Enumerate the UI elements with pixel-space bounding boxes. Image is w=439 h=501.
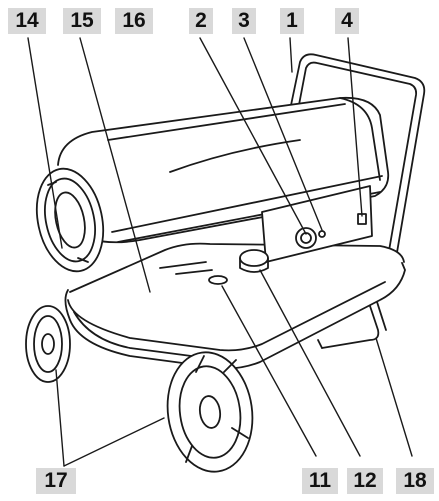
callout-15: 15: [63, 8, 101, 34]
callout-4: 4: [335, 8, 359, 34]
callout-17: 17: [36, 468, 76, 494]
fuel-cap: [239, 249, 269, 273]
callout-1: 1: [280, 8, 304, 34]
callout-16: 16: [115, 8, 153, 34]
callout-14: 14: [8, 8, 46, 34]
callout-11: 11: [302, 468, 338, 494]
rear-wheel: [25, 305, 71, 383]
leader-lines: [27, 37, 413, 467]
callout-12: 12: [347, 468, 383, 494]
fuel-tank: [64, 242, 406, 370]
fuel-gauge: [159, 261, 228, 285]
callout-18: 18: [396, 468, 434, 494]
carry-handle: [289, 53, 426, 271]
callout-2: 2: [189, 8, 213, 34]
callout-3: 3: [232, 8, 256, 34]
front-wheel: [166, 351, 254, 473]
